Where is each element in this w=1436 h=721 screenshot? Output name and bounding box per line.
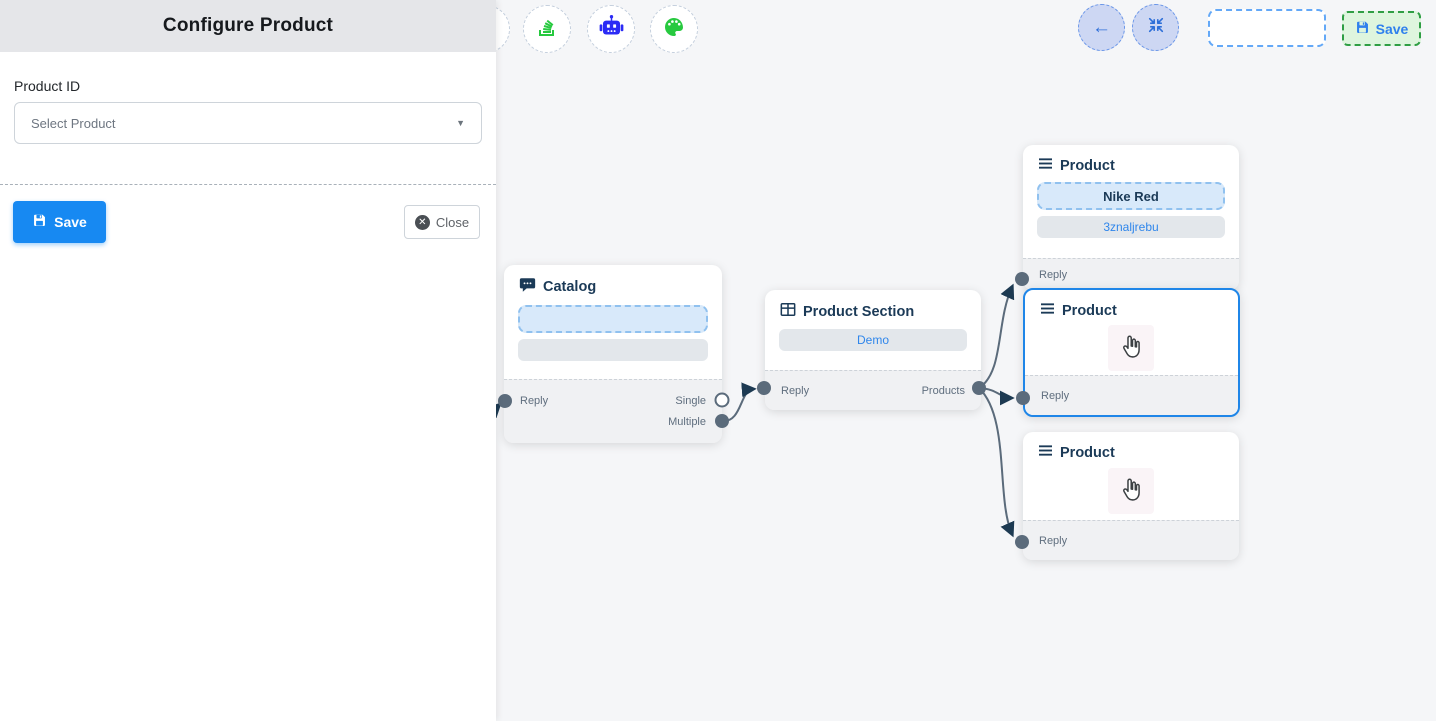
product-section-demo-button[interactable]: Demo [779, 329, 967, 351]
catalog-multiple-label: Multiple [668, 415, 706, 428]
product-code-label: 3znaljrebu [1103, 220, 1159, 234]
product-2-reply-label: Reply [1041, 389, 1070, 402]
toolbar-fit-view-button[interactable] [1132, 4, 1179, 51]
node-product-section-footer: Reply Products [765, 370, 981, 410]
node-catalog-footer: Reply Single Multiple [504, 379, 722, 443]
toolbar-save-label: Save [1375, 20, 1409, 37]
node-catalog-title: Catalog [543, 279, 597, 295]
product-3-reply-label: Reply [1039, 534, 1068, 547]
panel-save-button[interactable]: Save [13, 201, 106, 243]
palette-icon [662, 15, 686, 44]
toolbar-stack-node-button[interactable] [523, 5, 571, 53]
node-product-1-footer: Reply [1023, 258, 1239, 290]
node-product-2-footer: Reply [1025, 375, 1238, 415]
edge-products-to-product-2 [978, 387, 1015, 406]
node-catalog[interactable]: Catalog Reply Single Multiple [504, 265, 722, 443]
stack-icon [535, 15, 559, 44]
chevron-down-icon: ▼ [456, 118, 465, 128]
demo-label: Demo [856, 333, 889, 347]
product-section-products-label: Products [921, 384, 965, 397]
panel-close-button[interactable]: ✕ Close [404, 205, 480, 239]
node-product-1-title: Product [1060, 157, 1115, 174]
toolbar-back-button[interactable]: ← [1078, 4, 1125, 51]
node-product-3[interactable]: Product Reply [1023, 432, 1239, 560]
node-product-section[interactable]: Product Section Demo Reply Products [765, 290, 981, 410]
node-product-3-footer: Reply [1023, 520, 1239, 560]
node-product-2[interactable]: Product Reply [1023, 288, 1240, 417]
robot-icon [599, 14, 624, 44]
product-1-reply-label: Reply [1039, 268, 1068, 281]
panel-header: Configure Product [0, 0, 496, 52]
arrow-left-icon: ← [1092, 17, 1111, 38]
node-product-3-header: Product [1023, 432, 1239, 469]
product-1-item-code[interactable]: 3znaljrebu [1037, 216, 1225, 238]
floppy-disk-icon [32, 213, 47, 231]
panel-save-label: Save [54, 214, 87, 230]
product-section-reply-label: Reply [781, 384, 810, 397]
catalog-reply-label: Reply [520, 394, 549, 407]
node-product-section-header: Product Section [765, 290, 981, 329]
edge-products-to-product-3 [978, 387, 1015, 538]
product-id-select[interactable]: Select Product ▼ [14, 102, 482, 144]
product-id-label: Product ID [14, 78, 81, 94]
product-1-item-nike-red[interactable]: Nike Red [1037, 182, 1225, 210]
node-product-1-header: Product [1023, 145, 1239, 182]
toolbar-bot-node-button[interactable] [587, 5, 635, 53]
chat-bubble-icon [519, 277, 536, 297]
nike-red-label: Nike Red [1103, 188, 1159, 204]
catalog-empty-blue-field[interactable] [518, 305, 708, 333]
toolbar-palette-node-button[interactable] [650, 5, 698, 53]
menu-icon [1038, 157, 1053, 174]
configure-product-panel: Configure Product Product ID Select Prod… [0, 0, 496, 721]
node-product-section-title: Product Section [803, 303, 915, 320]
close-icon: ✕ [414, 214, 430, 230]
panel-title: Configure Product [162, 15, 334, 36]
menu-icon [1038, 444, 1053, 461]
fit-view-icon [1147, 16, 1165, 39]
toolbar-save-button[interactable]: Save [1342, 11, 1421, 46]
node-product-2-header: Product [1025, 290, 1238, 327]
node-product-1[interactable]: Product Nike Red 3znaljrebu Reply [1023, 145, 1239, 290]
catalog-single-label: Single [675, 394, 706, 407]
toolbar-empty-slot-button[interactable] [1208, 9, 1326, 47]
table-grid-icon [780, 302, 796, 321]
node-product-3-title: Product [1060, 444, 1115, 461]
menu-icon [1040, 302, 1055, 319]
select-placeholder: Select Product [31, 115, 116, 131]
panel-close-label: Close [435, 214, 470, 230]
floppy-disk-icon [1355, 20, 1370, 38]
node-catalog-header: Catalog [504, 265, 722, 305]
edge-products-to-product-1 [978, 283, 1015, 389]
panel-divider [0, 184, 496, 185]
catalog-empty-gray-field[interactable] [518, 339, 708, 361]
edge-catalog-multiple-to-product-section [721, 382, 757, 423]
node-product-2-title: Product [1062, 302, 1117, 319]
